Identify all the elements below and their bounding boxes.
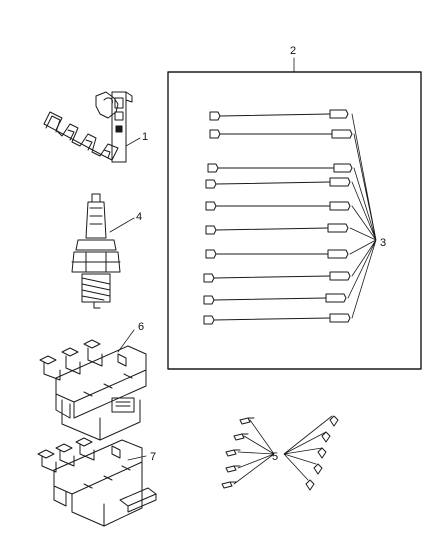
cable-terminal-boot-icon: [225, 449, 241, 457]
cable-terminal-boot-icon: [321, 431, 331, 443]
ignition-cable-set-frame: [167, 71, 422, 370]
cable-terminal-boot-group: [221, 415, 339, 491]
callout-5: 5: [272, 451, 278, 463]
cable-terminal-boot-icon: [305, 479, 315, 491]
cable-terminal-boot-icon: [221, 481, 237, 489]
spark-plug-cable-icon: [209, 109, 349, 121]
spark-plug-cable-icon: [209, 129, 353, 139]
callout-labels: 2 1 4 3 6 5 7: [136, 45, 386, 463]
cable-terminal-boot-icon: [225, 465, 241, 473]
spark-plug-cable-icon: [205, 177, 351, 189]
leader-lines: [109, 57, 377, 485]
spark-plug-cable-icon: [205, 201, 351, 211]
callout-4: 4: [136, 211, 142, 223]
callout-3: 3: [380, 237, 386, 249]
ignition-coil-pack-icon: [39, 339, 147, 441]
wire-separator-bracket-icon: [43, 91, 133, 163]
cable-terminal-boot-icon: [329, 415, 339, 427]
callout-1: 1: [142, 131, 148, 143]
cable-terminal-boot-icon: [317, 447, 327, 459]
callout-7: 7: [150, 451, 156, 463]
spark-plug-cable-icon: [207, 163, 353, 173]
callout-6: 6: [138, 321, 144, 333]
callout-2: 2: [290, 45, 296, 57]
spark-plug-cable-icon: [203, 271, 351, 283]
spark-plug-cable-icon: [203, 293, 347, 305]
cable-terminal-boot-icon: [313, 463, 323, 475]
cable-terminal-boot-icon: [239, 417, 255, 425]
spark-plug-cable-icon: [203, 313, 351, 325]
ignition-coil-pack-icon: [37, 437, 157, 527]
spark-plug-cable-icon: [205, 223, 349, 235]
spark-plug-icon: [71, 193, 121, 309]
spark-plug-cable-set: [203, 109, 353, 325]
cable-terminal-boot-icon: [233, 433, 249, 441]
spark-plug-cable-icon: [205, 249, 349, 259]
